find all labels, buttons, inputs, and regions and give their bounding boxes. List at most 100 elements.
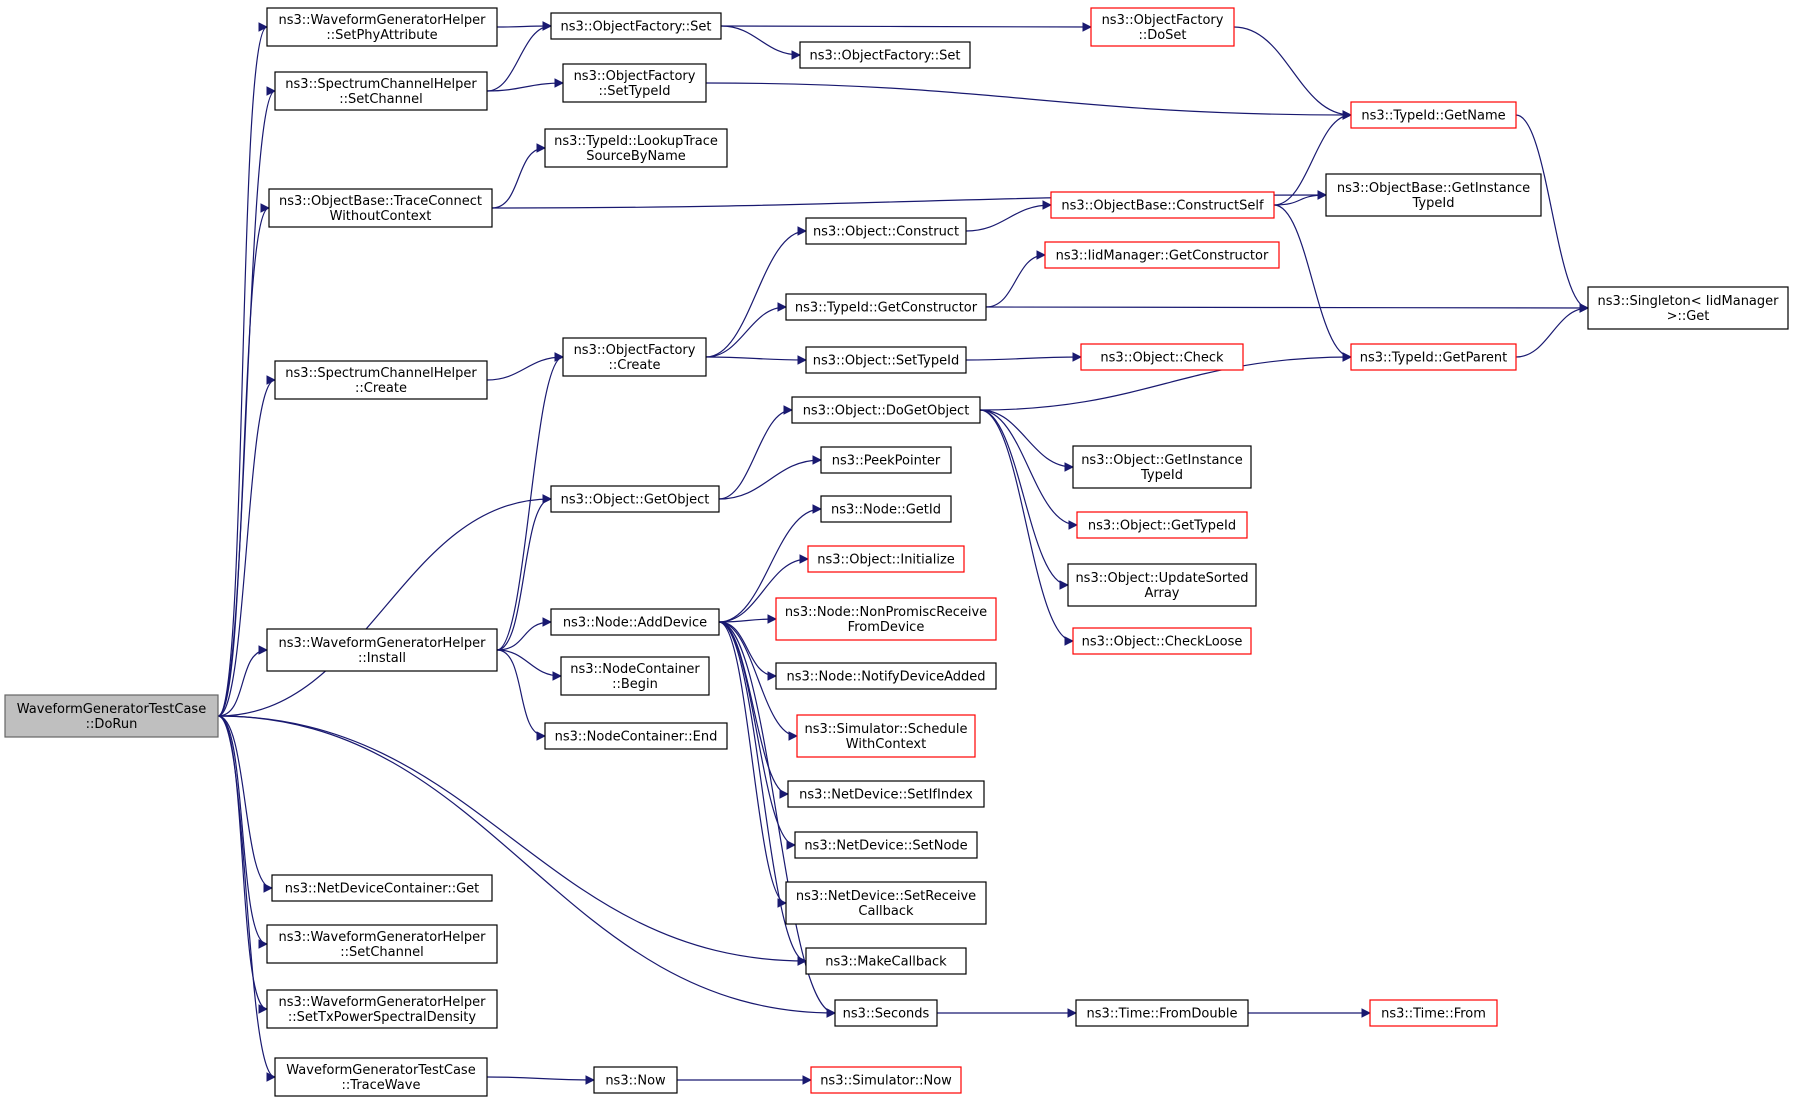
node-of_set1[interactable]: ns3::ObjectFactory::Set bbox=[550, 12, 722, 40]
call-edge-wgtc_trace-to-ns3_now bbox=[486, 1075, 595, 1085]
node-of_settype[interactable]: ns3::ObjectFactory::SetTypeId bbox=[562, 63, 707, 103]
node-box bbox=[1350, 101, 1517, 129]
edge-arrow-path bbox=[979, 409, 1069, 590]
node-tid_getname[interactable]: ns3::TypeId::GetName bbox=[1350, 101, 1517, 129]
node-label-line: ns3::Object::CheckLoose bbox=[1082, 635, 1243, 650]
call-edge-tid_getctor-to-singleton_get bbox=[985, 303, 1589, 313]
call-edge-ob_constructself-to-tid_getname bbox=[1273, 110, 1352, 206]
call-edge-node_adddev-to-nd_setrecv bbox=[718, 621, 787, 908]
node-node_adddev[interactable]: ns3::Node::AddDevice bbox=[550, 608, 720, 636]
call-edge-wgh_install-to-node_adddev bbox=[496, 617, 552, 651]
node-ndc_get[interactable]: ns3::NetDeviceContainer::Get bbox=[271, 874, 493, 902]
node-wgh_install[interactable]: ns3::WaveformGeneratorHelper::Install bbox=[266, 628, 498, 672]
node-node_notify[interactable]: ns3::Node::NotifyDeviceAdded bbox=[775, 662, 997, 690]
node-box bbox=[544, 722, 728, 750]
node-root[interactable]: WaveformGeneratorTestCase::DoRun bbox=[4, 694, 219, 738]
node-iid_getctor[interactable]: ns3::IidManager::GetConstructor bbox=[1044, 241, 1280, 269]
node-of_doset[interactable]: ns3::ObjectFactory::DoSet bbox=[1090, 7, 1235, 47]
call-edge-wgh_setphy-to-of_set1 bbox=[496, 21, 552, 31]
node-obj_dogetobj[interactable]: ns3::Object::DoGetObject bbox=[791, 396, 981, 424]
node-obj_settype[interactable]: ns3::Object::SetTypeId bbox=[805, 346, 967, 374]
node-box bbox=[1076, 511, 1248, 539]
edge-arrow-path bbox=[496, 649, 562, 681]
node-layer: WaveformGeneratorTestCase::DoRunns3::Wav… bbox=[4, 7, 1789, 1097]
node-sim_now[interactable]: ns3::Simulator::Now bbox=[810, 1066, 962, 1094]
node-box bbox=[785, 293, 987, 321]
node-sch_setch[interactable]: ns3::SpectrumChannelHelper::SetChannel bbox=[274, 71, 488, 111]
node-box bbox=[799, 41, 971, 69]
node-ob_tcwc[interactable]: ns3::ObjectBase::TraceConnectWithoutCont… bbox=[268, 188, 493, 228]
node-box bbox=[266, 7, 498, 47]
node-time_fromdouble[interactable]: ns3::Time::FromDouble bbox=[1075, 999, 1249, 1027]
node-obj_construct[interactable]: ns3::Object::Construct bbox=[805, 217, 967, 245]
node-label-line: ns3::NetDeviceContainer::Get bbox=[285, 882, 480, 897]
node-obj_gettypeid[interactable]: ns3::Object::GetTypeId bbox=[1076, 511, 1248, 539]
node-nd_setif[interactable]: ns3::NetDevice::SetIfIndex bbox=[787, 780, 985, 808]
node-wgh_settx[interactable]: ns3::WaveformGeneratorHelper::SetTxPower… bbox=[266, 989, 498, 1029]
edge-arrow-path bbox=[718, 621, 798, 741]
node-wgtc_trace[interactable]: WaveformGeneratorTestCase::TraceWave bbox=[274, 1057, 488, 1097]
node-nc_begin[interactable]: ns3::NodeContainer::Begin bbox=[560, 656, 710, 696]
node-label-line: ns3::TypeId::GetName bbox=[1361, 109, 1505, 124]
edge-arrow-path bbox=[217, 715, 268, 949]
node-label-line: ns3::ObjectFactory bbox=[574, 343, 696, 358]
node-box bbox=[791, 396, 981, 424]
node-label-line: ::Install bbox=[358, 651, 406, 666]
node-box bbox=[1587, 286, 1789, 330]
edge-arrow-path bbox=[1515, 303, 1589, 358]
node-ns3_now[interactable]: ns3::Now bbox=[593, 1066, 678, 1094]
node-label-line: ns3::PeekPointer bbox=[832, 454, 941, 469]
edge-arrow-path bbox=[718, 455, 822, 500]
node-peekptr[interactable]: ns3::PeekPointer bbox=[820, 446, 952, 474]
edge-arrow-path bbox=[705, 302, 787, 358]
node-label-line: ns3::NetDevice::SetReceive bbox=[796, 889, 976, 904]
node-obj_check[interactable]: ns3::Object::Check bbox=[1080, 343, 1244, 371]
edge-arrow-path bbox=[720, 25, 801, 60]
node-label-line: WaveformGeneratorTestCase bbox=[17, 702, 206, 717]
node-label-line: ns3::NetDevice::SetIfIndex bbox=[799, 788, 973, 803]
node-label-line: ns3::Singleton< IidManager bbox=[1597, 294, 1779, 309]
edge-arrow-path bbox=[718, 621, 787, 908]
call-edge-of_create-to-tid_getctor bbox=[705, 302, 787, 358]
node-of_set2[interactable]: ns3::ObjectFactory::Set bbox=[799, 41, 971, 69]
node-seconds[interactable]: ns3::Seconds bbox=[834, 999, 938, 1027]
node-ob_constructself[interactable]: ns3::ObjectBase::ConstructSelf bbox=[1050, 191, 1275, 219]
node-of_create[interactable]: ns3::ObjectFactory::Create bbox=[562, 337, 707, 377]
edge-arrow-path bbox=[1273, 204, 1352, 362]
node-nc_end[interactable]: ns3::NodeContainer::End bbox=[544, 722, 728, 750]
call-edge-sch_setch-to-of_set1 bbox=[486, 21, 552, 92]
node-time_from[interactable]: ns3::Time::From bbox=[1369, 999, 1498, 1027]
edge-arrow-path bbox=[217, 22, 268, 717]
node-wgh_setphy[interactable]: ns3::WaveformGeneratorHelper::SetPhyAttr… bbox=[266, 7, 498, 47]
node-makecb[interactable]: ns3::MakeCallback bbox=[805, 947, 967, 975]
node-wgh_setch[interactable]: ns3::WaveformGeneratorHelper::SetChannel bbox=[266, 924, 498, 964]
node-tid_getctor[interactable]: ns3::TypeId::GetConstructor bbox=[785, 293, 987, 321]
edge-arrow-path bbox=[217, 715, 273, 893]
node-sch_create[interactable]: ns3::SpectrumChannelHelper::Create bbox=[274, 360, 488, 400]
node-label-line: ns3::Node::AddDevice bbox=[563, 616, 707, 631]
edge-arrow-path bbox=[217, 203, 270, 717]
node-singleton_get[interactable]: ns3::Singleton< IidManager>::Get bbox=[1587, 286, 1789, 330]
call-edge-root-to-wgtc_trace bbox=[217, 715, 276, 1082]
node-obj_init[interactable]: ns3::Object::Initialize bbox=[807, 545, 965, 573]
edge-arrow-path bbox=[705, 226, 807, 358]
node-obj_checkloose[interactable]: ns3::Object::CheckLoose bbox=[1072, 627, 1252, 655]
call-edge-obj_dogetobj-to-obj_getinst bbox=[979, 409, 1074, 472]
call-edge-of_create-to-obj_settype bbox=[705, 355, 807, 365]
node-box bbox=[274, 71, 488, 111]
node-nd_setnode[interactable]: ns3::NetDevice::SetNode bbox=[794, 831, 978, 859]
node-label-line: FromDevice bbox=[848, 620, 925, 635]
call-edge-tid_getparent-to-singleton_get bbox=[1515, 303, 1589, 358]
node-node_getid[interactable]: ns3::Node::GetId bbox=[820, 495, 952, 523]
call-edge-obj_dogetobj-to-obj_gettypeid bbox=[979, 409, 1078, 530]
node-obj_getobj[interactable]: ns3::Object::GetObject bbox=[550, 485, 720, 513]
node-tid_getparent[interactable]: ns3::TypeId::GetParent bbox=[1350, 343, 1517, 371]
node-label-line: ns3::Node::NonPromiscReceive bbox=[785, 605, 987, 620]
